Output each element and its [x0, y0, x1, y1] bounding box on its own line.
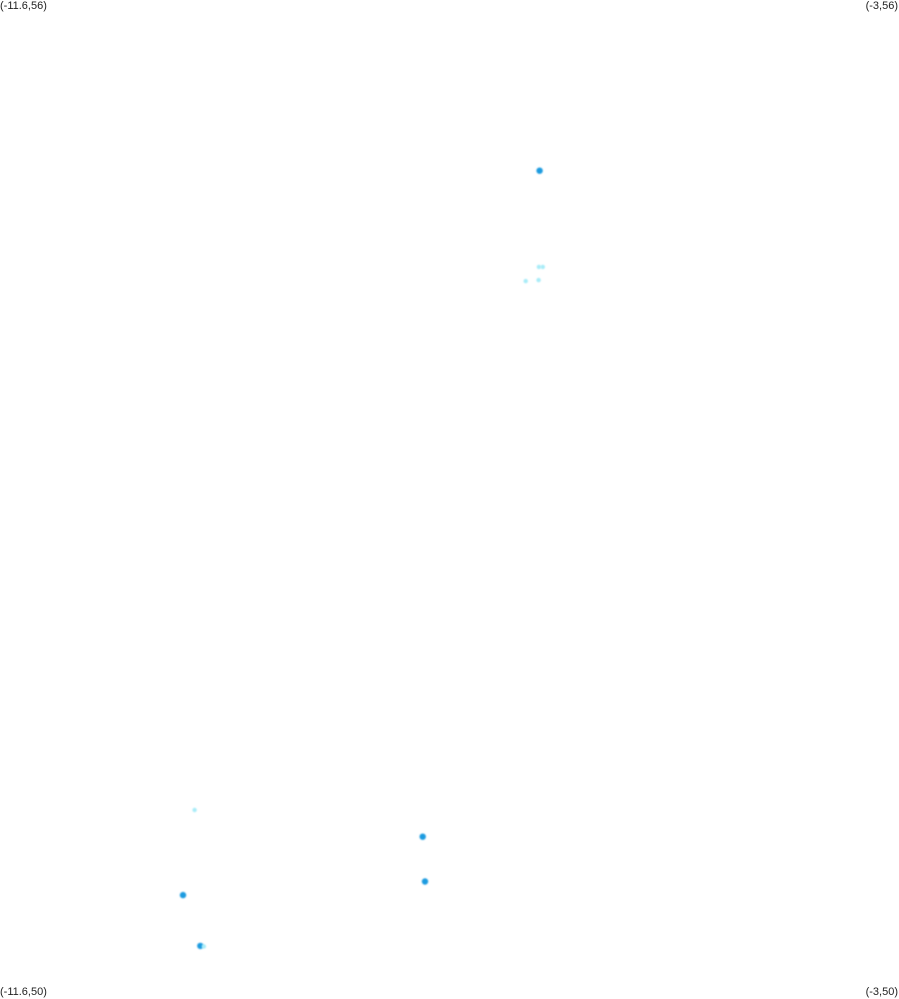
data-point-5 — [536, 277, 541, 283]
corner-label-bottom-right: (-3,50) — [865, 986, 898, 998]
data-point-11 — [201, 944, 207, 949]
data-point-9 — [179, 891, 187, 899]
corner-label-top-right: (-3,56) — [865, 0, 898, 12]
points-layer — [179, 167, 545, 950]
corner-label-bottom-left: (-11.6,50) — [0, 986, 47, 998]
data-point-8 — [421, 878, 429, 885]
corner-label-top-left: (-11.6,56) — [0, 0, 47, 12]
data-point-7 — [419, 833, 426, 840]
data-point-1 — [536, 167, 543, 174]
data-point-2 — [536, 264, 542, 270]
data-point-10 — [197, 942, 204, 950]
data-point-3 — [540, 264, 545, 270]
data-point-4 — [523, 278, 528, 284]
data-point-6 — [192, 807, 197, 813]
